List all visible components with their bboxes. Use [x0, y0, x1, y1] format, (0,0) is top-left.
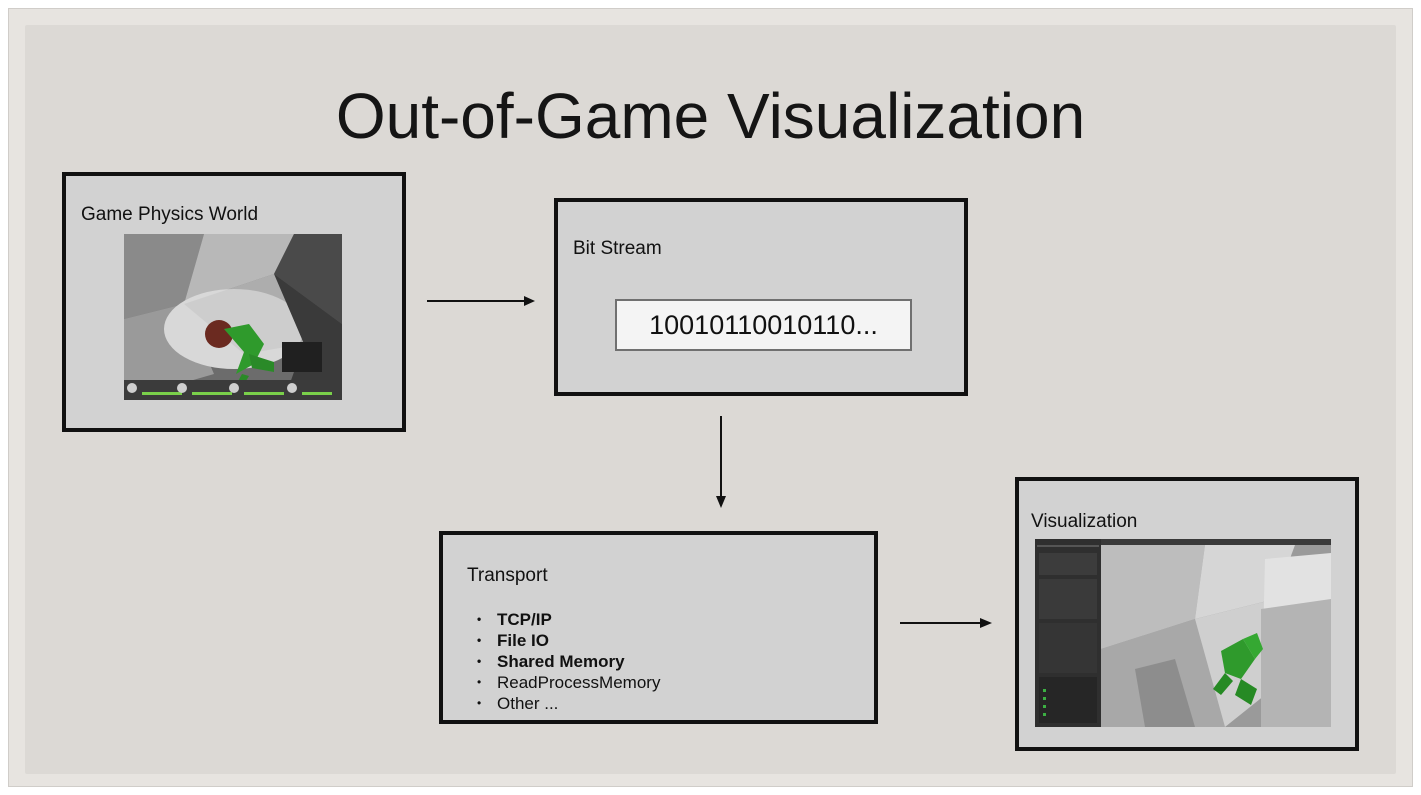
- bit-sequence-field: 10010110010110...: [615, 299, 912, 351]
- transport-item-file-io: File IO: [467, 630, 660, 651]
- transport-item-tcp-ip: TCP/IP: [467, 609, 660, 630]
- visualization-box: Visualization: [1015, 477, 1359, 751]
- arrow-game-to-bitstream: [427, 296, 535, 306]
- transport-item-readprocessmemory: ReadProcessMemory: [467, 672, 660, 693]
- bit-stream-label: Bit Stream: [573, 238, 662, 259]
- arrow-transport-to-visualization: [900, 618, 992, 628]
- transport-label: Transport: [467, 565, 548, 586]
- arrow-bitstream-to-transport: [716, 416, 726, 508]
- visualization-tool-screenshot: [1035, 539, 1331, 727]
- game-physics-world-box: Game Physics World: [62, 172, 406, 432]
- bit-stream-box: Bit Stream 10010110010110...: [554, 198, 968, 396]
- visualization-label: Visualization: [1031, 511, 1138, 532]
- slide-title: Out-of-Game Visualization: [335, 80, 1086, 152]
- game-screenshot-image: [124, 234, 342, 400]
- game-physics-world-label: Game Physics World: [81, 204, 259, 225]
- transport-item-shared-memory: Shared Memory: [467, 651, 660, 672]
- transport-item-other: Other ...: [467, 693, 660, 714]
- transport-box: Transport TCP/IP File IO Shared Memory R…: [439, 531, 878, 724]
- transport-method-list: TCP/IP File IO Shared Memory ReadProcess…: [467, 609, 660, 714]
- slide: Out-of-Game Visualization Game Physics W…: [8, 8, 1413, 787]
